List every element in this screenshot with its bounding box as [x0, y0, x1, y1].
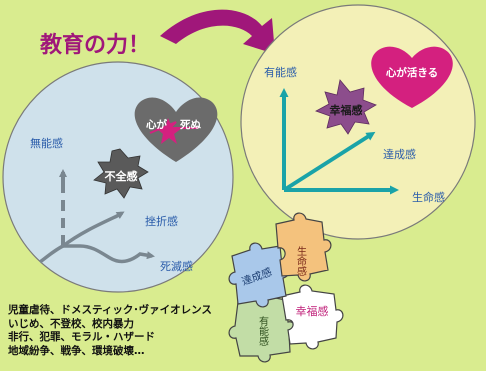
- starburst-label-left: 不全感: [105, 169, 138, 183]
- left-axis-tail: [38, 244, 64, 264]
- broken-heart-text-1: 心が: [146, 118, 167, 131]
- heart-break-star: [156, 118, 182, 144]
- puzzle: [228, 212, 344, 363]
- puzzle-piece-achievement: [228, 242, 290, 308]
- problem-line: 児童虐待、ドメスティック･ヴァイオレンス: [8, 304, 212, 316]
- left-axis-horizontal: [63, 244, 155, 264]
- happiness-starburst: [315, 79, 377, 135]
- label-achievement: 達成感: [383, 148, 416, 161]
- incompleteness-starburst: [93, 148, 149, 199]
- heart-text: 心が活きる: [386, 66, 438, 79]
- label-helplessness: 無能感: [30, 136, 63, 150]
- broken-heart-text-2: 死ぬ: [179, 119, 201, 131]
- problem-line: 地域紛争、戦争、環境破壊…: [8, 344, 145, 357]
- living-heart: [371, 46, 453, 108]
- puzzle-label-competence: 有能感: [257, 315, 269, 346]
- starburst-label-right: 幸福感: [330, 103, 363, 117]
- right-axis-diagonal: [282, 131, 376, 192]
- problem-line: 非行、犯罪、モラル・ハザード: [8, 331, 155, 343]
- broken-heart: [134, 97, 218, 162]
- puzzle-label-happiness: 幸福感: [296, 304, 329, 318]
- label-frustration: 挫折感: [145, 214, 178, 228]
- problems-list: 児童虐待、ドメスティック･ヴァイオレンス いじめ、不登校、校内暴力 非行、犯罪、…: [8, 304, 212, 358]
- label-deathliness: 死滅感: [160, 260, 193, 273]
- left-axis-diagonal: [61, 211, 125, 248]
- problem-line: いじめ、不登校、校内暴力: [8, 317, 134, 330]
- puzzle-piece-happiness: [281, 284, 344, 350]
- label-vitality: 生命感: [412, 190, 445, 204]
- right-axes: [279, 88, 399, 195]
- puzzle-label-vitality: 生命感: [295, 245, 307, 276]
- label-competence: 有能感: [264, 65, 297, 79]
- left-axes: [38, 172, 155, 264]
- puzzle-piece-vitality: [275, 212, 332, 282]
- transition-arrow: [160, 9, 275, 54]
- page-title: 教育の力！: [40, 32, 150, 58]
